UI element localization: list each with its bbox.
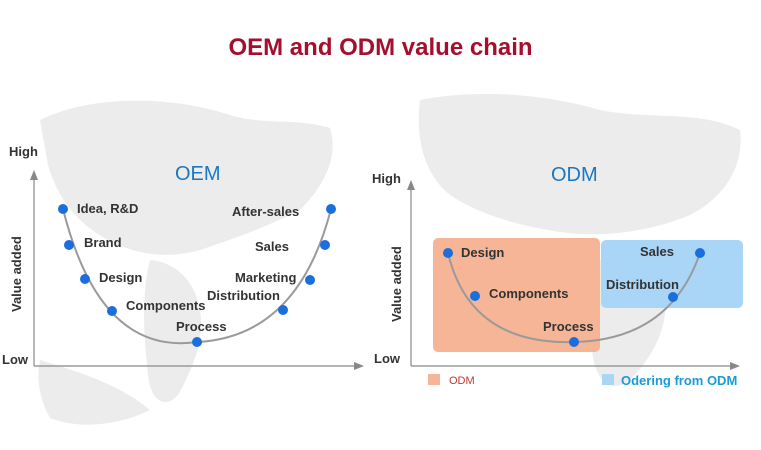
oem-label-distribution: Distribution: [207, 288, 280, 303]
odm-dot-process: [569, 337, 579, 347]
oem-dot-marketing: [305, 275, 315, 285]
oem-axes: [30, 170, 364, 370]
oem-dot-idea: [58, 204, 68, 214]
oem-panel-title: OEM: [175, 163, 221, 185]
oem-label-components: Components: [126, 298, 205, 313]
oem-label-idea: Idea, R&D: [77, 201, 138, 216]
odm-y-low-label: Low: [374, 351, 401, 366]
oem-dot-after-sales: [326, 204, 336, 214]
odm-label-components: Components: [489, 286, 568, 301]
odm-label-distribution: Distribution: [606, 277, 679, 292]
ordering-region-box: [601, 240, 743, 308]
odm-stage-distribution: Distribution: [606, 277, 679, 302]
oem-y-low-label: Low: [2, 352, 29, 367]
legend-odm-label: ODM: [449, 375, 475, 387]
odm-dot-design: [443, 248, 453, 258]
odm-y-high-label: High: [372, 171, 401, 186]
odm-label-design: Design: [461, 245, 504, 260]
legend-odm-swatch: [428, 374, 440, 385]
odm-y-axis-label: Value added: [389, 246, 404, 322]
oem-dot-distribution: [278, 305, 288, 315]
odm-dot-components: [470, 291, 480, 301]
legend: ODM Odering from ODM: [428, 373, 737, 388]
world-map-background: [38, 94, 741, 425]
oem-stage-marketing: Marketing: [235, 270, 315, 285]
oem-label-process: Process: [176, 319, 227, 334]
legend-ordering-label: Odering from ODM: [621, 373, 737, 388]
oem-dot-sales: [320, 240, 330, 250]
legend-ordering-swatch: [602, 374, 614, 385]
oem-dot-process: [192, 337, 202, 347]
page-title: OEM and ODM value chain: [228, 34, 533, 61]
odm-region-box: [433, 238, 600, 352]
odm-stage-design: Design: [443, 245, 504, 260]
oem-label-design: Design: [99, 270, 142, 285]
odm-dot-distribution: [668, 292, 678, 302]
oem-stage-design: Design: [80, 270, 142, 285]
oem-dot-components: [107, 306, 117, 316]
oem-dot-brand: [64, 240, 74, 250]
oem-stage-after-sales: After-sales: [232, 204, 336, 219]
odm-stage-process: Process: [543, 319, 594, 347]
odm-dot-sales: [695, 248, 705, 258]
oem-y-axis-label: Value added: [9, 236, 24, 312]
oem-stage-sales: Sales: [255, 239, 330, 254]
oem-y-high-label: High: [9, 144, 38, 159]
oem-stage-brand: Brand: [64, 235, 122, 250]
oem-label-sales: Sales: [255, 239, 289, 254]
odm-stage-components: Components: [470, 286, 568, 301]
oem-stage-components: Components: [107, 298, 205, 316]
odm-axes: [407, 180, 740, 370]
odm-panel-title: ODM: [551, 164, 598, 186]
oem-label-brand: Brand: [84, 235, 122, 250]
oem-stage-idea: Idea, R&D: [58, 201, 138, 216]
oem-stage-distribution: Distribution: [207, 288, 288, 315]
odm-label-sales: Sales: [640, 244, 674, 259]
odm-stage-sales: Sales: [640, 244, 705, 259]
oem-dot-design: [80, 274, 90, 284]
oem-label-after-sales: After-sales: [232, 204, 299, 219]
oem-stage-process: Process: [176, 319, 227, 347]
odm-label-process: Process: [543, 319, 594, 334]
oem-label-marketing: Marketing: [235, 270, 296, 285]
